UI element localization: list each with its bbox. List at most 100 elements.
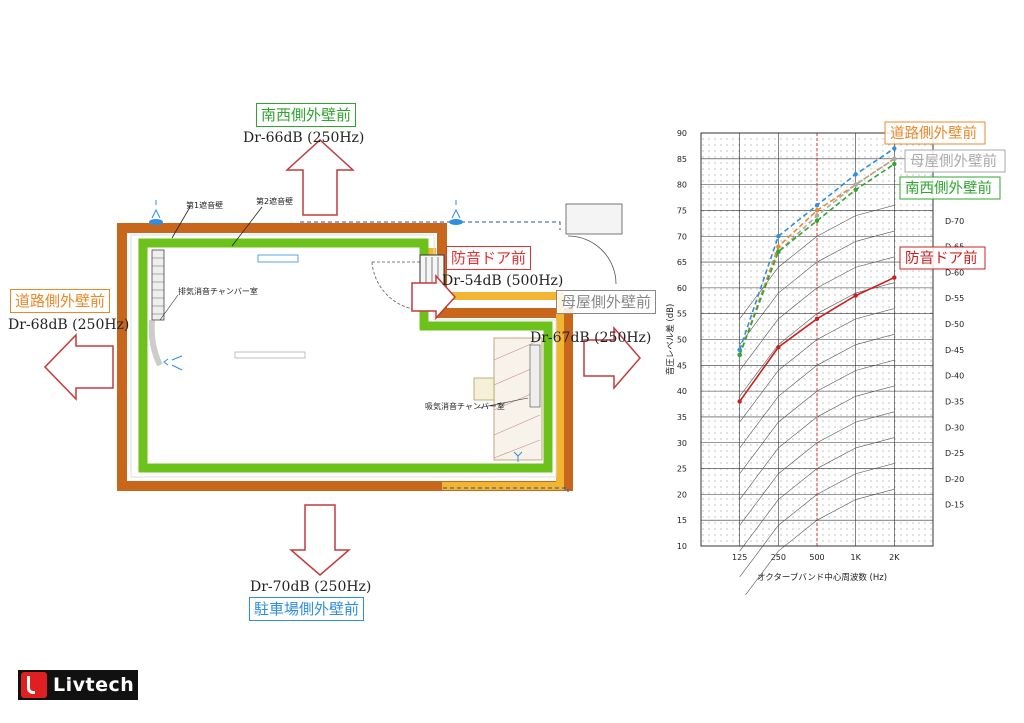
y-tick-label: 25 — [677, 465, 687, 474]
y-tick-label: 15 — [677, 516, 687, 525]
data-point — [892, 275, 897, 280]
data-point — [814, 208, 820, 213]
x-tick-label: 500 — [809, 553, 824, 562]
caption-first-wall: 第1遮音壁 — [186, 201, 224, 210]
caption-intake-chamber: 吸気消音チャンバー室 — [425, 402, 505, 411]
d-curve-label: D-55 — [945, 294, 964, 303]
y-tick-label: 35 — [677, 413, 687, 422]
caption-exhaust-chamber: 排気消音チャンバー室 — [178, 287, 258, 296]
legend-label: 防音ドア前 — [905, 250, 978, 267]
d-curve-label: D-20 — [945, 475, 964, 484]
d-curve-label: D-35 — [945, 397, 964, 406]
legend-label: 道路側外壁前 — [890, 125, 977, 142]
label-main-house: 母屋側外壁前 — [556, 290, 657, 314]
legend-label: 南西側外壁前 — [905, 180, 992, 197]
d-curve — [739, 334, 895, 449]
y-tick-label: 65 — [677, 258, 687, 267]
data-point — [853, 172, 858, 177]
d-curve — [739, 463, 895, 578]
y-tick-label: 70 — [677, 232, 687, 241]
y-tick-label: 45 — [677, 361, 687, 370]
x-axis-title: オクターブバンド中心周波数 (Hz) — [757, 572, 887, 583]
data-point — [814, 203, 820, 208]
data-point — [853, 182, 858, 187]
y-tick-label: 55 — [677, 310, 687, 319]
data-point — [892, 146, 897, 151]
y-tick-label: 30 — [677, 439, 687, 448]
d-curve-label: D-30 — [945, 423, 964, 432]
data-point — [776, 249, 781, 254]
dr-parking: Dr-70dB (250Hz) — [250, 579, 372, 595]
x-tick-label: 1K — [850, 553, 861, 562]
livtech-logo: Livtech — [18, 670, 138, 700]
dr-southwest: Dr-66dB (250Hz) — [243, 130, 365, 146]
caption-second-wall: 第2遮音壁 — [256, 197, 294, 206]
legend-box — [904, 149, 1006, 173]
data-point — [892, 156, 897, 162]
d-curve — [745, 488, 895, 595]
second-sound-wall — [138, 238, 553, 473]
y-tick-label: 20 — [677, 490, 687, 499]
arrow-road-icon — [43, 333, 114, 401]
d-curve — [739, 437, 895, 552]
data-point — [814, 218, 820, 223]
livtech-logo-mark-icon — [21, 672, 47, 698]
data-point — [737, 399, 742, 404]
d-curve — [739, 385, 895, 500]
dr-road: Dr-68dB (250Hz) — [8, 317, 130, 333]
d-curve-label: D-15 — [945, 501, 964, 510]
data-point — [814, 316, 820, 322]
x-tick-label: 250 — [771, 553, 786, 562]
data-point — [776, 345, 781, 350]
d-curve-label: D-50 — [945, 320, 964, 329]
d-curve-label: D-45 — [945, 346, 964, 355]
x-tick-label: 2K — [889, 553, 900, 562]
arrow-southwest-icon — [285, 138, 355, 216]
label-door: 防音ドア前 — [446, 246, 532, 270]
x-tick-label: 125 — [732, 553, 747, 562]
d-curve — [739, 256, 895, 371]
y-tick-label: 10 — [677, 542, 687, 551]
y-tick-label: 75 — [677, 206, 687, 215]
data-point — [737, 352, 742, 358]
legend-box — [899, 246, 986, 270]
y-tick-label: 40 — [677, 387, 687, 396]
vent-icon — [151, 200, 523, 462]
label-road: 道路側外壁前 — [10, 289, 111, 313]
floor-plan — [43, 138, 641, 576]
arrow-door-icon — [411, 274, 457, 320]
plot-border — [700, 132, 934, 547]
logo-text: Livtech — [53, 674, 135, 696]
legend-box — [884, 121, 986, 145]
dr-door: Dr-54dB (500Hz) — [442, 273, 564, 289]
d-curve-label: D-25 — [945, 449, 964, 458]
legend-box — [899, 176, 1001, 200]
y-tick-label: 90 — [677, 129, 687, 138]
arrow-main-house-icon — [583, 325, 641, 391]
data-point — [814, 213, 820, 218]
exhaust-chamber — [151, 249, 165, 321]
y-axis-title: 音圧レベル差 (dB) — [665, 304, 676, 376]
label-southwest: 南西側外壁前 — [256, 103, 357, 127]
d-curve — [739, 411, 895, 526]
data-point — [892, 161, 897, 167]
sound-insulation-chart: 10 15 20 25 30 35 40 45 50 55 60 65 70 75 80 85 90 125 250… — [665, 121, 1006, 595]
y-tick-label: 50 — [677, 336, 687, 345]
arrow-parking-icon — [288, 504, 352, 576]
d-curve — [739, 359, 895, 474]
data-point — [776, 244, 781, 249]
y-tick-label: 80 — [677, 181, 687, 190]
label-parking: 駐車場側外壁前 — [249, 597, 365, 621]
d-curve — [739, 308, 895, 423]
legend-label: 母屋側外壁前 — [910, 153, 997, 170]
dr-main-house: Dr-67dB (250Hz) — [530, 330, 652, 346]
y-tick-label: 85 — [677, 155, 687, 164]
d-curve-label: D-40 — [945, 372, 964, 381]
d-curve-label: D-70 — [945, 217, 964, 226]
data-point — [853, 187, 858, 192]
data-point — [776, 234, 781, 239]
y-tick-label: 60 — [677, 284, 687, 293]
d-curve — [739, 230, 895, 345]
data-point — [853, 293, 858, 298]
d-curve-label: D-60 — [945, 268, 964, 277]
